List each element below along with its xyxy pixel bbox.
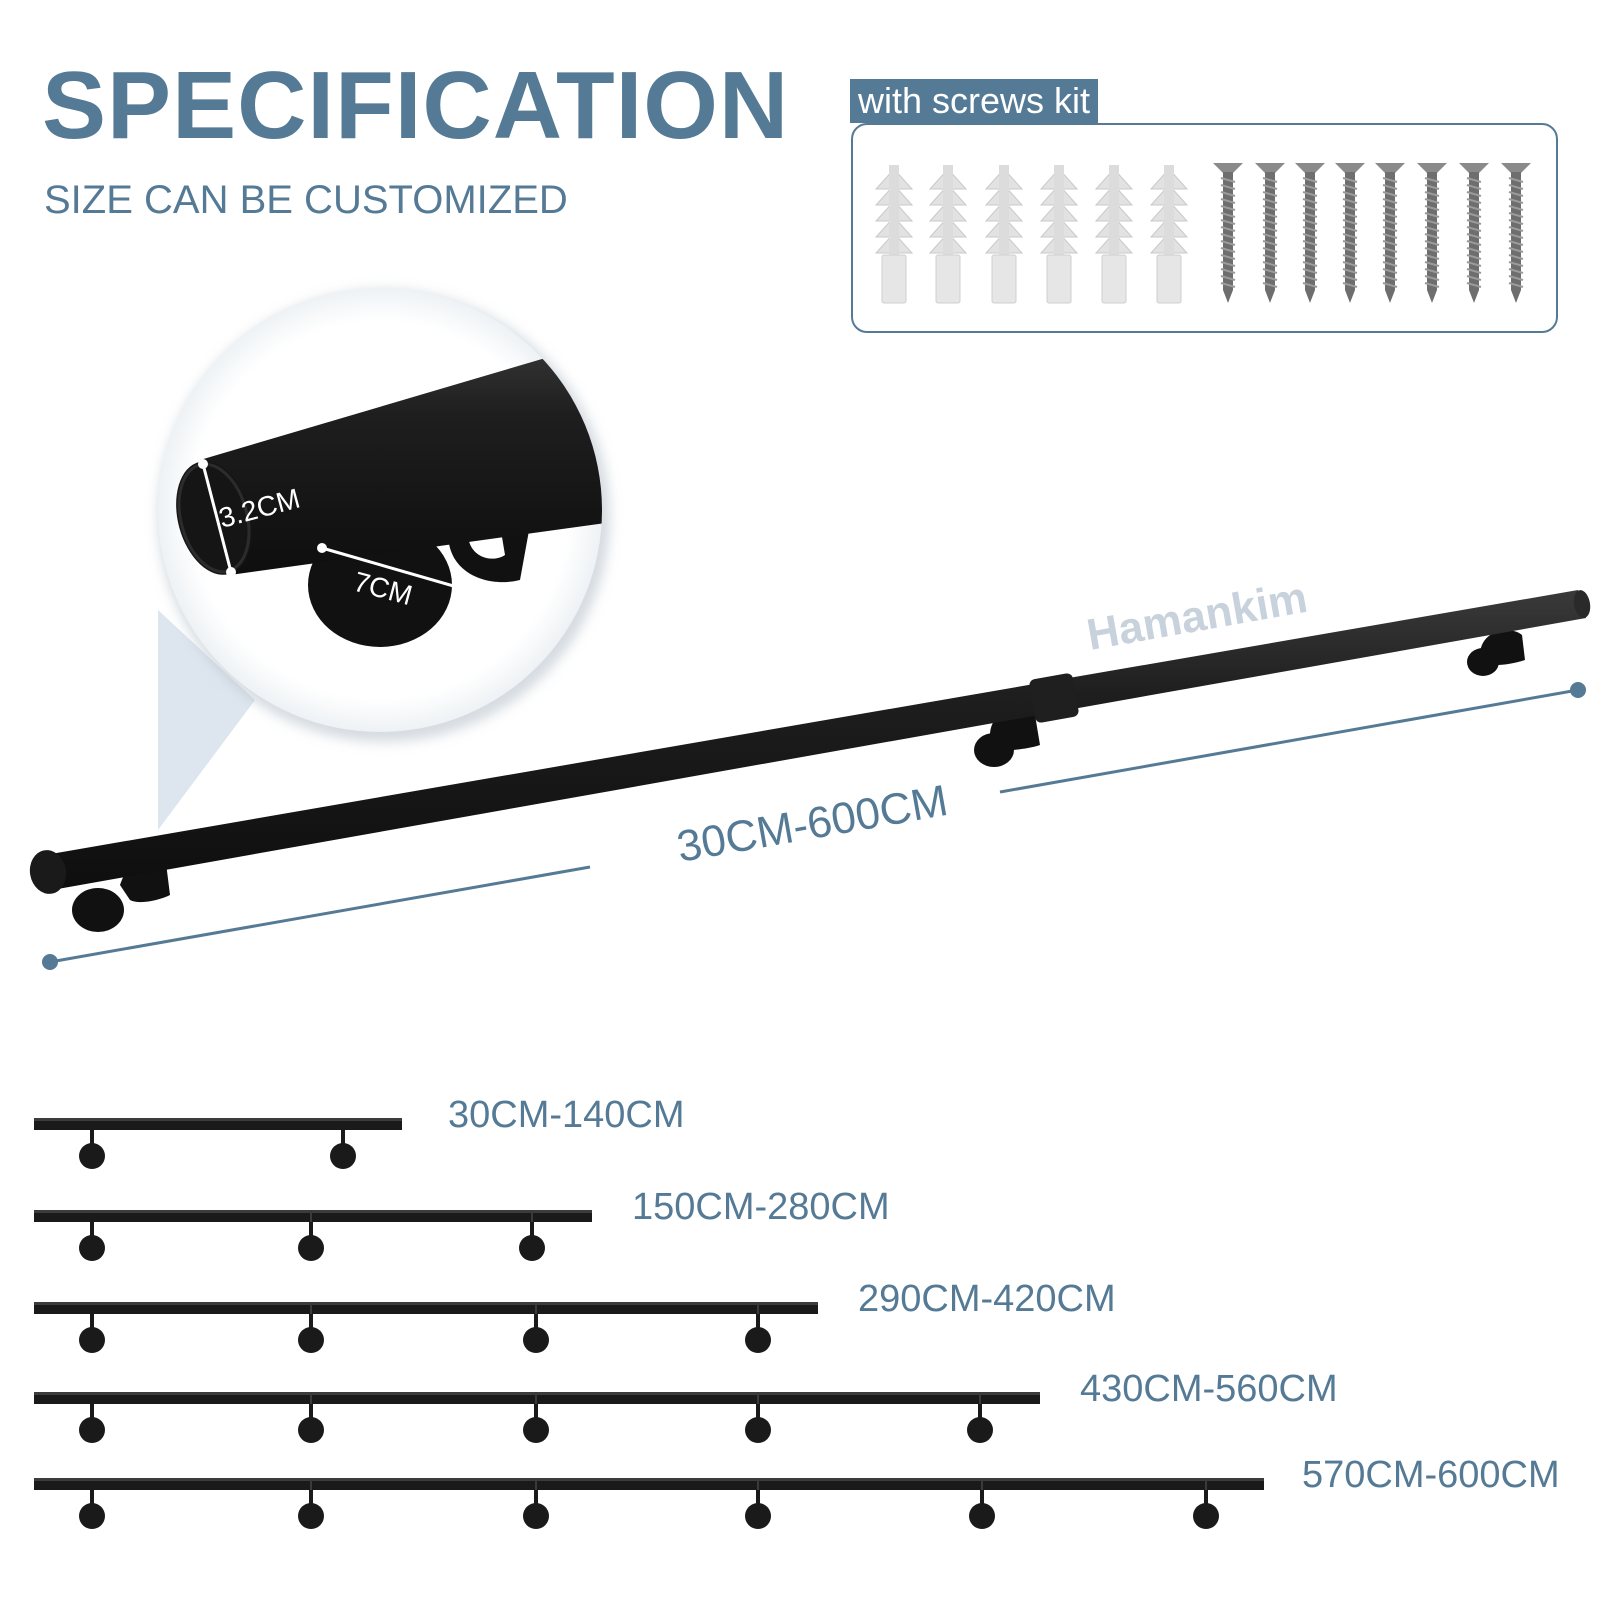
wall-anchor-3 xyxy=(984,165,1024,304)
size-option-bracket xyxy=(298,1404,324,1443)
size-option-label: 150CM-280CM xyxy=(632,1186,890,1228)
zoom-callout-cone xyxy=(158,610,255,830)
wall-anchor-4 xyxy=(1039,165,1079,304)
main-rail xyxy=(29,590,1591,932)
size-option-bracket xyxy=(523,1314,549,1353)
size-option-bracket xyxy=(745,1314,771,1353)
size-option-rail-4 xyxy=(34,1392,1040,1443)
size-option-bracket xyxy=(79,1314,105,1353)
screw-3 xyxy=(1295,163,1325,303)
size-option-bracket xyxy=(298,1490,324,1529)
dimension-endpoint-left xyxy=(42,954,58,970)
screw-kit-box xyxy=(851,123,1558,333)
size-option-rail-3 xyxy=(34,1302,818,1353)
dimension-endpoint-right xyxy=(1570,682,1586,698)
wall-anchor-2 xyxy=(928,165,968,304)
page-title: SPECIFICATION xyxy=(42,52,790,159)
size-option-bracket xyxy=(969,1490,995,1529)
size-option-label: 570CM-600CM xyxy=(1302,1454,1560,1496)
size-option-bracket xyxy=(79,1404,105,1443)
screw-7 xyxy=(1459,163,1489,303)
size-option-bracket xyxy=(330,1130,356,1169)
screw-5 xyxy=(1375,163,1405,303)
screw-6 xyxy=(1417,163,1447,303)
detail-rail-end xyxy=(176,461,252,575)
size-option-bracket xyxy=(79,1490,105,1529)
rail-bracket-right xyxy=(1467,630,1525,676)
wall-anchor-1 xyxy=(874,165,914,304)
wall-anchor-5 xyxy=(1094,165,1134,304)
size-option-label: 30CM-140CM xyxy=(448,1094,685,1136)
size-option-rail-5 xyxy=(34,1478,1264,1529)
size-option-bracket xyxy=(967,1404,993,1443)
size-option-bracket xyxy=(519,1222,545,1261)
screw-1 xyxy=(1213,163,1243,303)
screw-kit-label: with screws kit xyxy=(850,79,1099,123)
size-option-label: 430CM-560CM xyxy=(1080,1368,1338,1410)
size-option-bracket xyxy=(79,1222,105,1261)
screw-8 xyxy=(1501,163,1531,303)
page-subtitle: SIZE CAN BE CUSTOMIZED xyxy=(44,178,568,222)
size-option-rail-1 xyxy=(34,1118,402,1169)
screw-4 xyxy=(1335,163,1365,303)
length-dimension xyxy=(42,682,1586,970)
size-option-bracket xyxy=(79,1130,105,1169)
size-option-bracket xyxy=(1193,1490,1219,1529)
wall-anchor-6 xyxy=(1149,165,1189,304)
size-option-bracket xyxy=(745,1404,771,1443)
size-option-bracket xyxy=(745,1490,771,1529)
screw-2 xyxy=(1255,163,1285,303)
size-option-bracket xyxy=(523,1490,549,1529)
size-option-bracket xyxy=(298,1314,324,1353)
size-option-label: 290CM-420CM xyxy=(858,1278,1116,1320)
size-option-bracket xyxy=(523,1404,549,1443)
size-option-rail-2 xyxy=(34,1210,592,1261)
size-option-bracket xyxy=(298,1222,324,1261)
